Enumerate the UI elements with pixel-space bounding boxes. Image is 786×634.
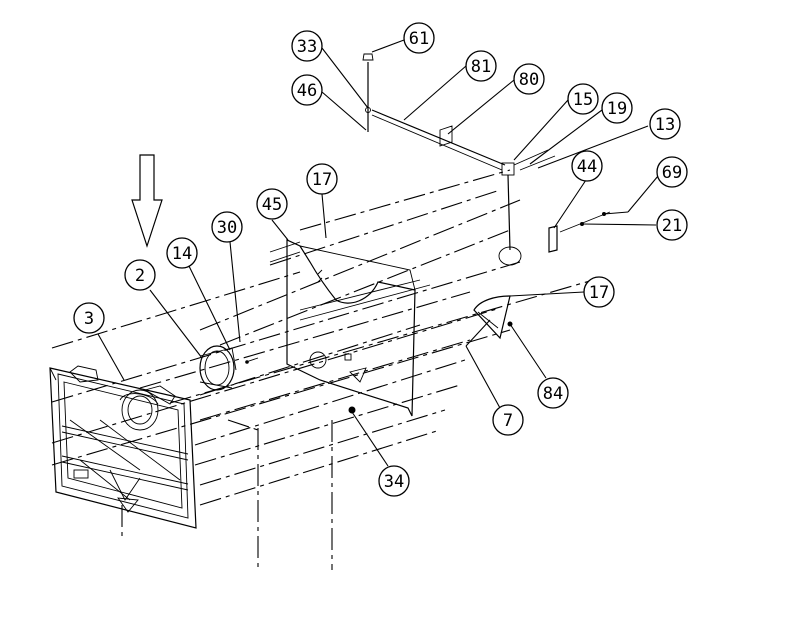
svg-text:15: 15 bbox=[573, 90, 593, 110]
callout-17-lower: 17 bbox=[583, 276, 615, 308]
svg-text:46: 46 bbox=[297, 81, 317, 101]
svg-text:44: 44 bbox=[577, 157, 597, 177]
svg-text:69: 69 bbox=[662, 163, 682, 183]
svg-text:7: 7 bbox=[503, 411, 513, 431]
callout-19: 19 bbox=[601, 92, 633, 124]
svg-text:17: 17 bbox=[589, 283, 609, 303]
main-panel bbox=[269, 239, 431, 417]
callout-84: 84 bbox=[537, 377, 569, 409]
svg-text:84: 84 bbox=[543, 384, 563, 404]
svg-text:17: 17 bbox=[312, 170, 332, 190]
svg-text:61: 61 bbox=[409, 29, 429, 49]
callout-17-upper: 17 bbox=[306, 163, 338, 195]
svg-text:34: 34 bbox=[384, 472, 404, 492]
callout-2: 2 bbox=[124, 259, 156, 291]
front-frame bbox=[49, 365, 197, 529]
callout-61: 61 bbox=[403, 22, 435, 54]
callout-80: 80 bbox=[513, 63, 545, 95]
callout-15: 15 bbox=[567, 83, 599, 115]
svg-text:2: 2 bbox=[135, 266, 145, 286]
svg-text:45: 45 bbox=[262, 195, 282, 215]
svg-text:3: 3 bbox=[84, 309, 94, 329]
callout-46: 46 bbox=[291, 74, 323, 106]
svg-text:21: 21 bbox=[662, 216, 682, 236]
callout-34: 34 bbox=[378, 465, 410, 497]
assembly-center-lines bbox=[51, 169, 601, 570]
upper-rod-assembly bbox=[362, 53, 556, 266]
callout-69: 69 bbox=[656, 156, 688, 188]
svg-text:13: 13 bbox=[655, 115, 675, 135]
callout-14: 14 bbox=[166, 237, 198, 269]
callout-45: 45 bbox=[256, 188, 288, 220]
svg-text:81: 81 bbox=[471, 57, 491, 77]
pins bbox=[559, 211, 611, 233]
insertion-direction-arrow bbox=[131, 154, 163, 248]
callout-81: 81 bbox=[465, 50, 497, 82]
callout-44: 44 bbox=[571, 150, 603, 182]
svg-text:30: 30 bbox=[217, 218, 237, 238]
callout-13: 13 bbox=[649, 108, 681, 140]
callout-21: 21 bbox=[656, 209, 688, 241]
callout-3: 3 bbox=[73, 302, 105, 334]
svg-text:33: 33 bbox=[297, 37, 317, 57]
bracket-part bbox=[548, 225, 558, 253]
callout-33: 33 bbox=[291, 30, 323, 62]
svg-text:19: 19 bbox=[607, 99, 627, 119]
svg-text:80: 80 bbox=[519, 70, 539, 90]
callout-30: 30 bbox=[211, 211, 243, 243]
svg-text:14: 14 bbox=[172, 244, 192, 264]
callout-7: 7 bbox=[492, 404, 524, 436]
ring-part bbox=[199, 345, 259, 391]
leader-lines bbox=[97, 39, 659, 467]
